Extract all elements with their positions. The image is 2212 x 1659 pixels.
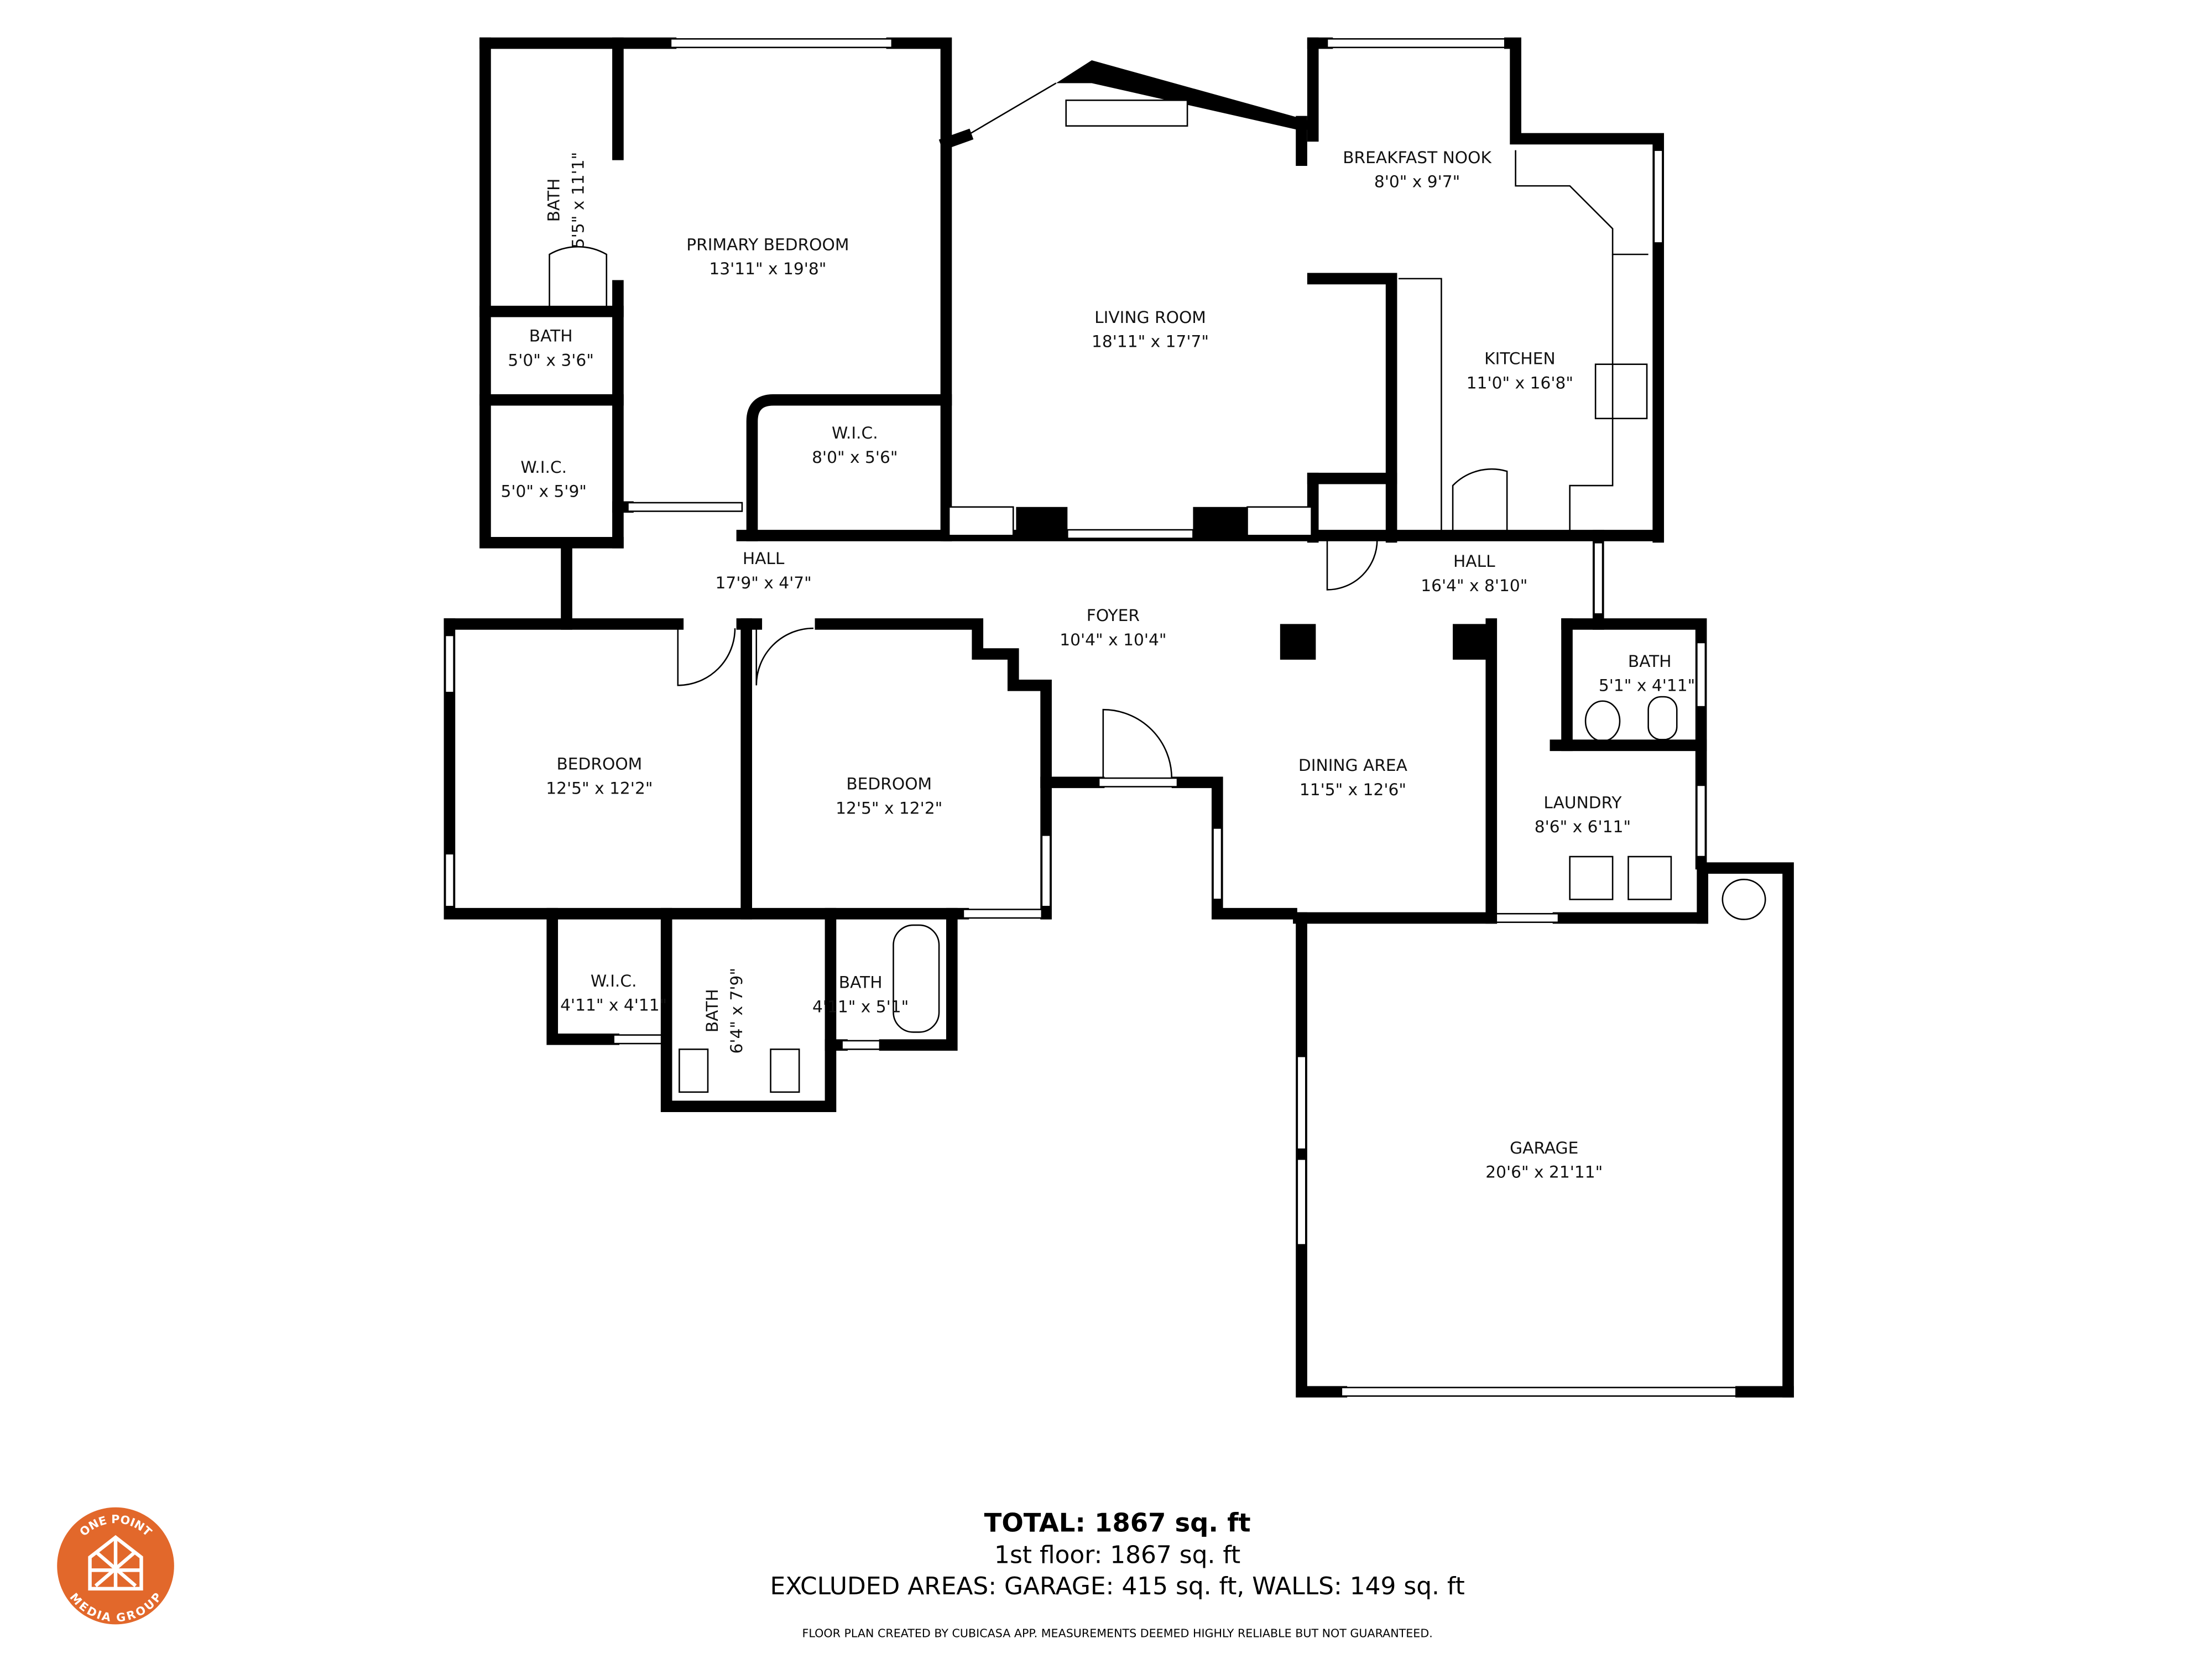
logo-house-icon <box>88 1535 143 1591</box>
room-dims: 6'4" x 7'9" <box>727 968 746 1053</box>
room-dims: 20'6" x 21'11" <box>1485 1162 1603 1182</box>
room-dims: 17'9" x 4'7" <box>715 573 811 592</box>
room-name: BEDROOM <box>846 774 932 794</box>
room-name: LIVING ROOM <box>1094 307 1206 327</box>
total-area: TOTAL: 1867 sq. ft <box>984 1508 1251 1538</box>
company-logo: ONE POINT MEDIA GROUP <box>57 1507 174 1625</box>
room-name: BREAKFAST NOOK <box>1343 148 1492 167</box>
room-dims: 11'5" x 12'6" <box>1300 780 1406 799</box>
room-dims: 11'0" x 16'8" <box>1467 373 1573 393</box>
room-name: BATH <box>702 989 722 1032</box>
room-name: W.I.C. <box>832 423 878 442</box>
room-name: HALL <box>743 549 785 568</box>
room-name: W.I.C. <box>520 457 567 477</box>
room-dims: 16'4" x 8'10" <box>1421 576 1527 595</box>
room-name: FOYER <box>1087 606 1140 625</box>
floor-area: 1st floor: 1867 sq. ft <box>994 1541 1240 1569</box>
room-name: HALL <box>1453 551 1495 571</box>
room-dims: 12'5" x 12'2" <box>546 778 653 797</box>
room-dims: 5'0" x 5'9" <box>500 482 586 501</box>
room-dims: 5'1" x 4'11" <box>1599 676 1695 695</box>
room-name: W.I.C. <box>591 971 637 990</box>
room-dims: 5'0" x 3'6" <box>508 350 593 369</box>
room-name: BATH <box>1628 651 1672 671</box>
walls <box>444 37 1794 1398</box>
room-name: LAUNDRY <box>1543 792 1622 812</box>
room-name: BEDROOM <box>556 754 642 774</box>
room-dims: 5'5" x 11'1" <box>568 152 587 248</box>
room-name: BATH <box>544 179 564 222</box>
room-dims: 8'6" x 6'11" <box>1535 817 1631 836</box>
room-dims: 8'0" x 9'7" <box>1374 172 1460 191</box>
room-name: GARAGE <box>1510 1138 1578 1157</box>
room-dims: 10'4" x 10'4" <box>1060 630 1166 649</box>
room-dims: 8'0" x 5'6" <box>812 447 898 467</box>
room-name: BATH <box>839 972 883 992</box>
room-dims: 18'11" x 17'7" <box>1092 332 1209 351</box>
disclaimer: FLOOR PLAN CREATED BY CUBICASA APP. MEAS… <box>802 1627 1433 1640</box>
room-dims: 4'11" x 4'11" <box>560 995 667 1015</box>
room-name: PRIMARY BEDROOM <box>686 234 849 254</box>
room-name: KITCHEN <box>1484 349 1555 368</box>
room-dims: 4'11" x 5'1" <box>812 997 909 1016</box>
excluded-areas: EXCLUDED AREAS: GARAGE: 415 sq. ft, WALL… <box>770 1572 1464 1600</box>
room-name: DINING AREA <box>1298 755 1408 775</box>
room-dims: 13'11" x 19'8" <box>709 259 826 278</box>
area-summary: TOTAL: 1867 sq. ft 1st floor: 1867 sq. f… <box>770 1508 1464 1640</box>
room-dims: 12'5" x 12'2" <box>836 799 942 818</box>
room-name: BATH <box>529 326 573 345</box>
